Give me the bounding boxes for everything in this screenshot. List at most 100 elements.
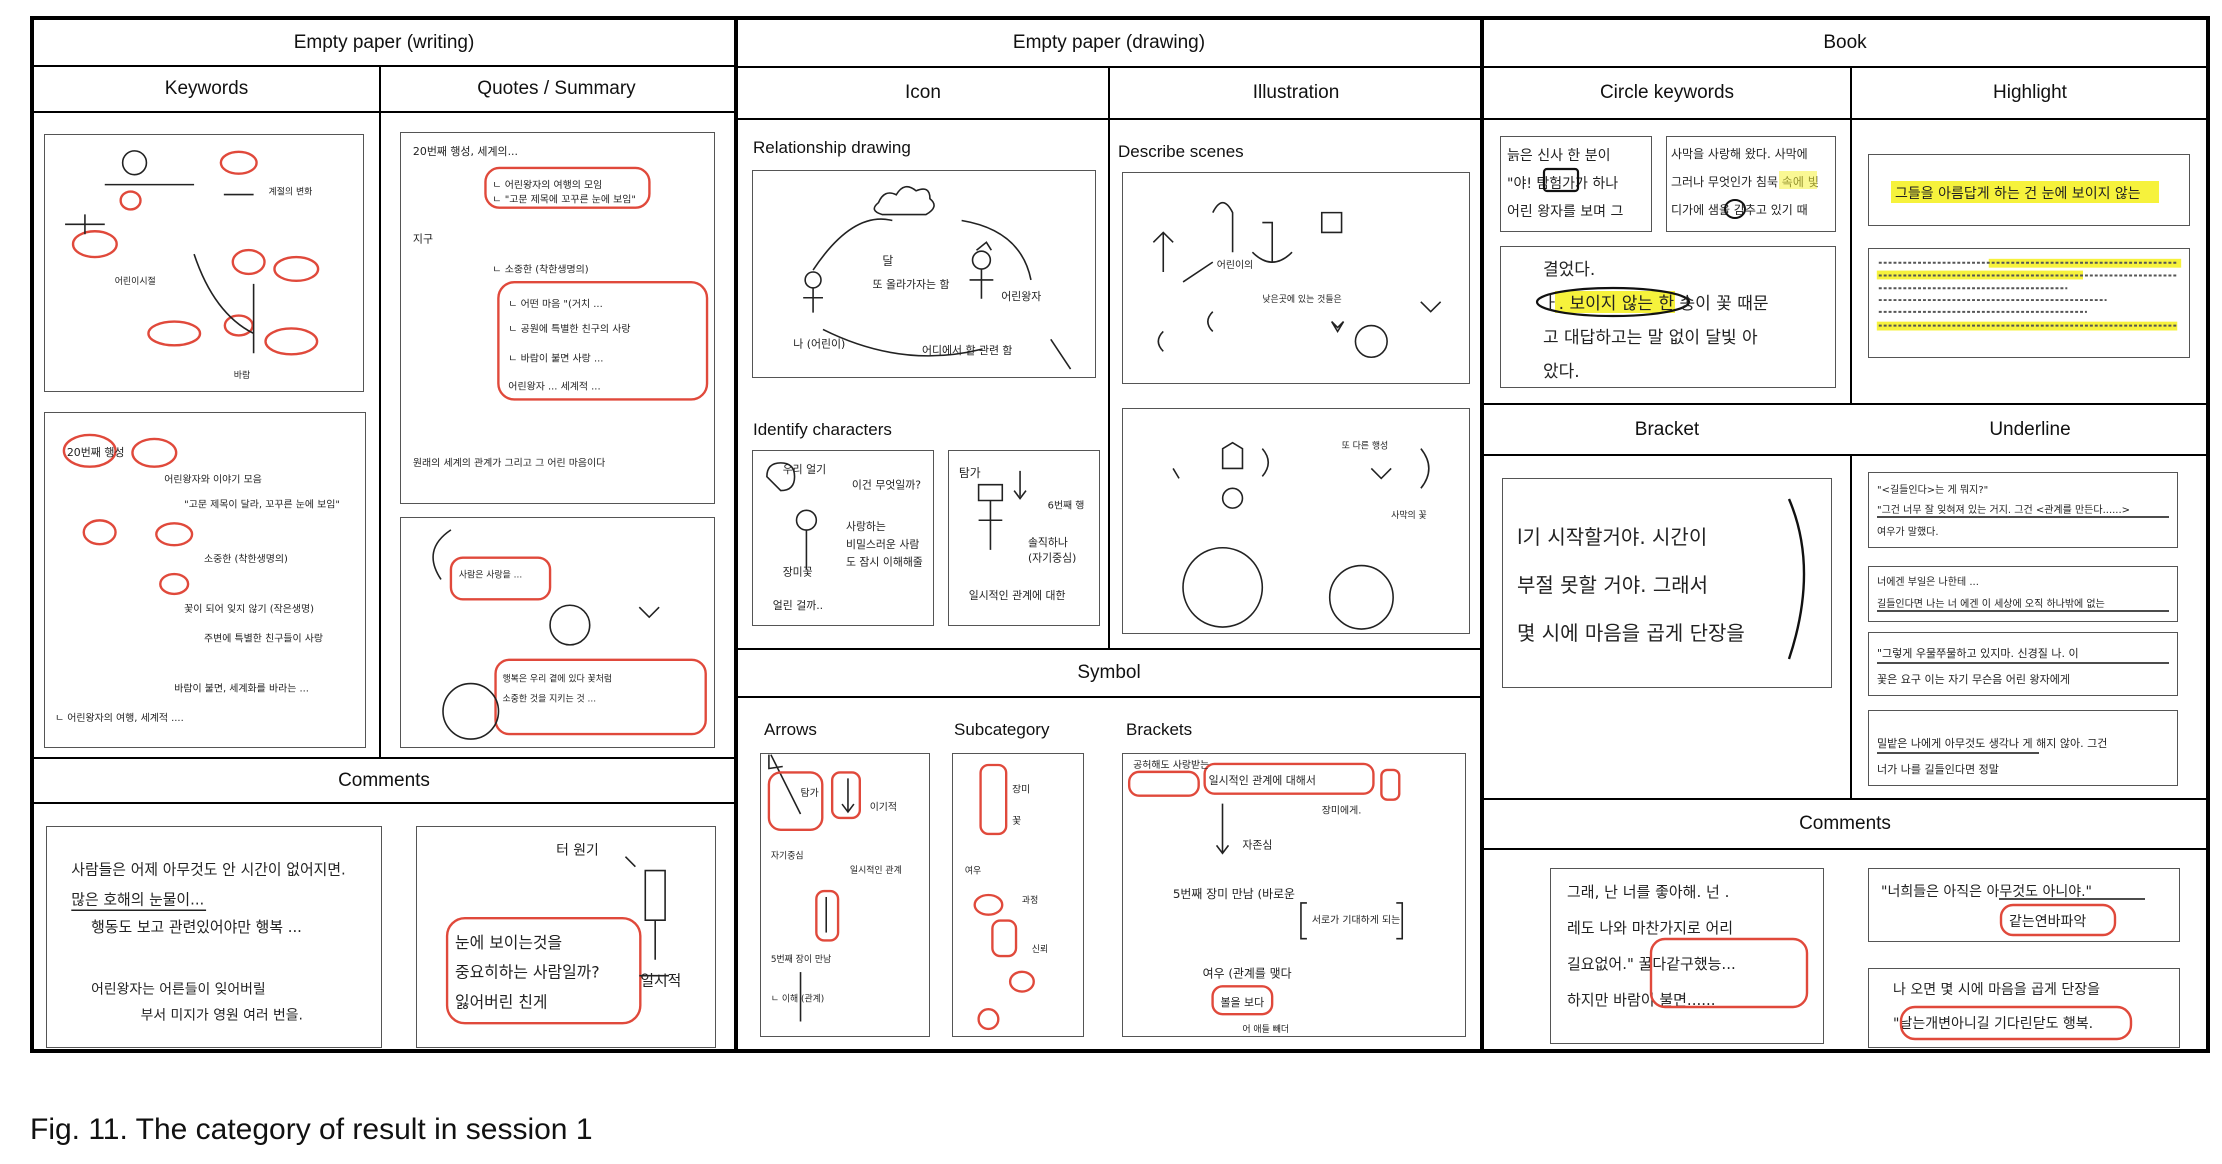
identify-characters-sketch-2: 탐가 6번째 행 솔직하나 (자기중심) 일시적인 관계에 대한 [948,450,1100,626]
book-line: "날는개변아니길 기다린닫도 행복. [1893,1016,2094,1032]
subheader-underline: Underline [1989,418,2071,440]
svg-text:부서 미지가 영원 여러 번을.: 부서 미지가 영원 여러 번을. [141,1007,303,1023]
bracket-page: l기 시작할거야. 시간이 부절 못할 거야. 그래서 몇 시에 마음을 곱게 … [1502,478,1832,688]
book-line: "그렇게 우물쭈물하고 있지마. 신경질 나. 이 [1877,647,2079,660]
svg-text:ㄴ 어떤 마음 "(거치 ...: ㄴ 어떤 마음 "(거치 ... [508,298,602,310]
svg-text:행복은 우리 곁에 있다 꽃처럼: 행복은 우리 곁에 있다 꽃처럼 [502,673,612,685]
svg-text:일시적: 일시적 [640,972,681,990]
svg-text:행동도 보고 관련있어야만 행복 ...: 행동도 보고 관련있어야만 행복 ... [91,918,302,936]
svg-text:도 잠시 이해해줄: 도 잠시 이해해줄 [846,555,923,569]
svg-text:자기중심: 자기중심 [771,850,804,861]
svg-text:서로가 기대하게 되는: 서로가 기대하게 되는 [1312,913,1400,926]
quotes-sketch-2: 사람은 사랑을 ... 행복은 우리 곁에 있다 꽃처럼 소중한 것을 지키는 … [400,517,715,748]
svg-text:이건 무엇일까?: 이건 무엇일까? [852,478,921,492]
svg-text:이기적: 이기적 [870,801,897,813]
describe-scenes-sketch-2: 또 다른 행성 사막의 꽃 [1122,408,1470,634]
svg-text:여우: 여우 [965,864,981,876]
book-line: 결었다. [1543,260,1596,280]
subheader-row-2: Bracket Underline [1484,403,2206,456]
svg-text:솔직하나: 솔직하나 [1028,535,1068,549]
book-line: 꽃은 요구 이는 자기 무슨음 어린 왕자에게 [1877,673,2071,686]
highlight-page-1: 그들을 아름답게 하는 건 눈에 보이지 않는 [1868,154,2190,226]
book-comments-page-2: "너희들은 아직은 아무것도 아니야." 같는연바파악 [1868,868,2180,942]
svg-text:ㄴ 바람이 불면 사랑 ...: ㄴ 바람이 불면 사랑 ... [508,352,603,365]
arrows-sketch: 탐가 이기적 자기중심 일시적인 관계 5번째 장이 만남 ㄴ 이해 (관계) [760,753,930,1037]
comments-header: Comments [1484,798,2206,850]
subheader-row: Circle keywords Highlight [1484,68,2206,120]
svg-text:어린이의: 어린이의 [1217,259,1253,271]
book-line: 밀밭은 나에게 아무것도 생각나 게 해지 않아. 그건 [1877,737,2108,750]
brackets-sketch: 공허해도 사랑받는 일시적인 관계에 대해서 장미에게. 자존심 5번째 장미 … [1122,753,1466,1037]
subheader-keywords: Keywords [164,78,249,99]
svg-text:눈에 보이는것을: 눈에 보이는것을 [455,933,562,952]
highlight-page-2 [1868,248,2190,358]
svg-text:5번째 장미 만남 (바로운: 5번째 장미 만남 (바로운 [1173,887,1295,901]
svg-text:비밀스러운 사람: 비밀스러운 사람 [846,538,919,551]
book-line: 부절 못할 거야. 그래서 [1517,573,1709,597]
subheader-icon: Icon [905,82,941,103]
book-line: 어린 왕자를 보며 그 [1507,204,1624,220]
section-title: Book [1484,20,2206,68]
book-line: 그들을 아름답게 하는 건 눈에 보이지 않는 [1895,186,2141,202]
svg-text:바람: 바람 [234,369,250,381]
book-line: "<길들인다>는 게 뭐지?" [1877,485,1989,496]
book-line: 하지만 바람이 불면...... [1567,991,1716,1009]
svg-text:지구: 지구 [413,232,433,245]
subheader-quotes: Quotes / Summary [477,78,636,99]
underline-page-2: 너에겐 부일은 나한테 ... 길들인다면 나는 너 에겐 이 세상에 오직 하… [1868,566,2178,622]
svg-text:또 올라가자는 함: 또 올라가자는 함 [873,278,950,291]
book-comments-page-1: 그래, 난 너를 좋아해. 넌 . 레도 나와 마찬가지로 어리 길요없어." … [1550,868,1824,1044]
svg-text:소중한 (착한생명의): 소중한 (착한생명의) [204,553,288,565]
subheader-row: Keywords Quotes / Summary [34,67,734,113]
svg-text:장미: 장미 [1012,784,1030,796]
book-line: 고 대답하고는 말 없이 달빛 아 [1543,328,1758,348]
svg-text:계절의 변화: 계절의 변화 [268,186,312,198]
section-drawing: Empty paper (drawing) Icon Illustration … [734,20,1480,1049]
svg-text:볼을 보다: 볼을 보다 [1221,996,1265,1009]
svg-text:장미꽃: 장미꽃 [783,566,813,579]
svg-text:공허해도 사랑받는: 공허해도 사랑받는 [1133,758,1209,771]
comments-header: Comments [34,757,734,804]
svg-text:ㄴ 이해 (관계): ㄴ 이해 (관계) [771,993,824,1005]
figure-caption: Fig. 11. The category of result in sessi… [30,1113,593,1146]
book-line: 그래, 난 너를 좋아해. 넌 . [1567,883,1730,901]
svg-text:"고문 제목이 달라, 꼬꾸른 눈에 보임": "고문 제목이 달라, 꼬꾸른 눈에 보임" [184,497,340,510]
svg-text:5번째 장이 만남: 5번째 장이 만남 [771,954,831,965]
book-line: l기 시작할거야. 시간이 [1517,525,1708,549]
book-line: 사막을 사랑해 왔다. 사막에 [1671,147,1808,161]
svg-text:또 다른 행성: 또 다른 행성 [1342,440,1389,452]
svg-text:ㄴ 어린왕자의 여행의 모임: ㄴ 어린왕자의 여행의 모임 [492,178,602,191]
book-line: 늙은 신사 한 분이 [1507,148,1611,164]
label-identify-characters: Identify characters [753,420,892,439]
svg-text:어린왕자는 어른들이 잊어버릴: 어린왕자는 어른들이 잊어버릴 [91,981,266,997]
keywords-sketch-2: 20번째 행성 어린왕자와 이야기 모음 "고문 제목이 달라, 꼬꾸른 눈에 … [44,412,366,748]
book-line: 여우가 말했다. [1877,527,1939,538]
section-writing: Empty paper (writing) Keywords Quotes / … [34,20,734,1049]
underline-page-4: 밀밭은 나에게 아무것도 생각나 게 해지 않아. 그건 너가 나를 길들인다면… [1868,710,2178,786]
identify-characters-sketch-1: 우리 얼기 이건 무엇일까? 사랑하는 비밀스러운 사람 도 잠시 이해해줄 장… [752,450,934,626]
book-line: "그건 너무 잘 잊혀져 있는 거지. 그건 <관계를 만든다......> [1877,505,2131,516]
divider [379,67,381,757]
section-title: Empty paper (writing) [34,20,734,67]
svg-text:잃어버린 친게: 잃어버린 친게 [455,992,548,1011]
section-title: Empty paper (drawing) [738,20,1480,68]
svg-text:ㄴ 공원에 특별한 친구의 사랑: ㄴ 공원에 특별한 친구의 사랑 [508,323,630,335]
svg-text:낮은곳에 있는 것들은: 낮은곳에 있는 것들은 [1262,293,1341,305]
label-relationship-drawing: Relationship drawing [753,138,911,157]
svg-text:중요히하는 사람일까?: 중요히하는 사람일까? [455,963,600,982]
svg-text:장미에게.: 장미에게. [1322,805,1362,817]
svg-text:달: 달 [882,254,893,268]
book-line: "너희들은 아직은 아무것도 아니야." [1881,884,2092,900]
svg-text:소중한 것을 지키는 것 ...: 소중한 것을 지키는 것 ... [502,693,596,704]
svg-text:주변에 특별한 친구들이 사랑: 주변에 특별한 친구들이 사랑 [204,633,323,645]
label-describe-scenes: Describe scenes [1118,142,1244,161]
svg-text:나 (어린이): 나 (어린이) [793,337,845,350]
underline-page-3: "그렇게 우물쭈물하고 있지마. 신경질 나. 이 꽃은 요구 이는 자기 무슨… [1868,632,2178,696]
svg-text:여우 (관계를 맺다: 여우 (관계를 맺다 [1203,966,1292,980]
subheader-highlight: Highlight [1993,82,2067,103]
book-line: "야! 탐험가가 하나 [1507,176,1619,192]
book-line: 너가 나를 길들인다면 정말 [1877,763,1999,776]
figure-frame: Empty paper (writing) Keywords Quotes / … [30,16,2210,1053]
comments-sketch-1: 사람들은 어제 아무것도 안 시간이 없어지면. 많은 호해의 눈물이... 행… [46,826,382,1048]
circle-keywords-page-1: 늙은 신사 한 분이 "야! 탐험가가 하나 어린 왕자를 보며 그 [1500,136,1652,232]
